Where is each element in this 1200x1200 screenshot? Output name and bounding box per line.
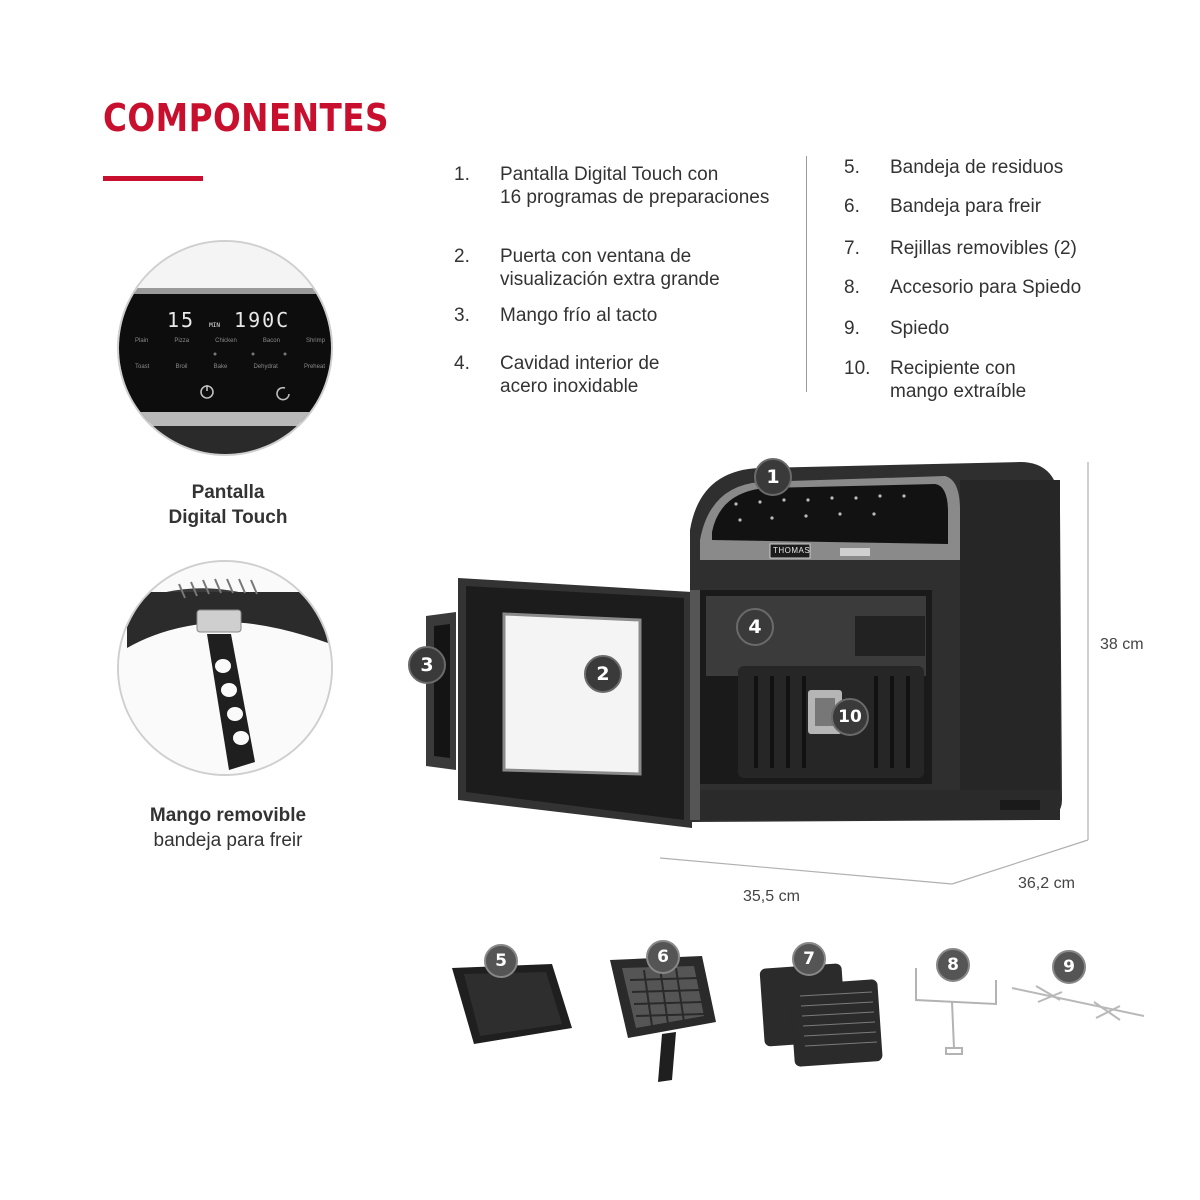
dimension-width: 35,5 cm	[743, 888, 800, 905]
callout-4: 4	[736, 608, 774, 646]
display-presets-row1: Plain Pizza Chicken Bacon Shrimp	[135, 338, 325, 344]
component-item: 3. Mango frío al tacto	[454, 305, 658, 326]
section-title: COMPONENTES	[103, 96, 389, 140]
callout-9: 9	[1052, 950, 1086, 984]
handle-caption: Mango removible bandeja para freir	[149, 805, 307, 851]
accessories-row: 5 6 7 8 9	[440, 940, 1160, 1090]
display-temp: 190C	[234, 308, 291, 332]
component-item: 6. Bandeja para freir	[844, 196, 1042, 217]
callout-10: 10	[831, 698, 869, 736]
list-divider	[806, 156, 807, 392]
callout-6: 6	[646, 940, 680, 974]
brand-label: THOMAS	[773, 546, 811, 555]
air-fryer-illustration: THOMAS 1 2 3 4 10	[400, 440, 1160, 930]
component-item: 2. Puerta con ventana de visualización e…	[454, 246, 720, 290]
display-presets-row2: Toast Broil Bake Dehydrat Preheat	[135, 364, 325, 370]
callout-5: 5	[484, 944, 518, 978]
callout-3: 3	[408, 646, 446, 684]
handle-closeup	[117, 560, 333, 776]
display-caption: Pantalla Digital Touch	[168, 482, 288, 528]
callout-2: 2	[584, 655, 622, 693]
display-closeup: 15 MIN 190C Plain Pizza Chicken Bacon Sh…	[117, 240, 333, 456]
dimension-depth: 36,2 cm	[1018, 875, 1075, 892]
component-item: 5. Bandeja de residuos	[844, 157, 1064, 178]
display-time: 15	[167, 308, 196, 332]
callout-1: 1	[754, 458, 792, 496]
component-item: 8. Accesorio para Spiedo	[844, 277, 1082, 298]
dimension-height: 38 cm	[1100, 636, 1144, 653]
component-item: 4. Cavidad interior de acero inoxidable	[454, 353, 660, 397]
callout-8: 8	[936, 948, 970, 982]
component-item: 9. Spiedo	[844, 318, 950, 339]
title-underline	[103, 176, 203, 181]
display-unit: MIN	[209, 322, 220, 329]
component-item: 10. Recipiente con mango extraíble	[844, 358, 1027, 402]
callout-7: 7	[792, 942, 826, 976]
component-item: 1. Pantalla Digital Touch con 16 program…	[454, 164, 770, 208]
component-item: 7. Rejillas removibles (2)	[844, 238, 1077, 259]
